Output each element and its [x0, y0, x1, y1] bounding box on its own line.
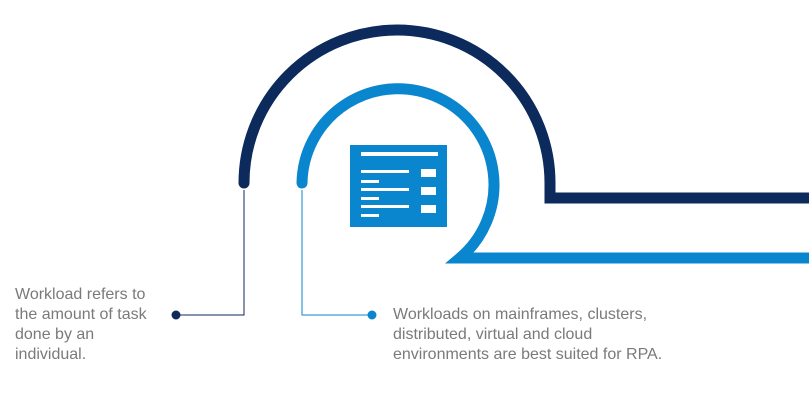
rpa-environments-text: Workloads on mainframes, clusters, distr…	[393, 306, 663, 363]
document-list-icon	[350, 145, 447, 227]
inner-arc	[296, 83, 809, 264]
workload-definition-text: Workload refers to the amount of task do…	[15, 286, 147, 363]
outer-arc	[238, 24, 809, 204]
left-connector	[171, 190, 245, 320]
right-connector	[301, 190, 377, 320]
